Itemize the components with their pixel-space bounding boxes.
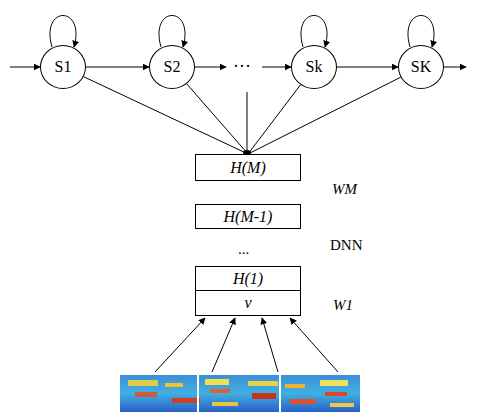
node-text: SK xyxy=(411,59,431,75)
node-text: H(1) xyxy=(233,271,263,287)
node-text: v xyxy=(244,295,251,311)
input-arrow xyxy=(212,318,235,372)
weight-label: WM xyxy=(332,182,357,197)
network-label: DNN xyxy=(330,238,363,253)
hmm-state: S2 xyxy=(149,45,195,89)
input-arrow xyxy=(155,318,205,372)
self-loop xyxy=(408,16,434,48)
node-text: H(M) xyxy=(230,160,266,176)
ellipsis: … xyxy=(233,52,251,70)
connector xyxy=(187,84,248,154)
connector xyxy=(86,67,149,68)
hidden-layer: H(1) xyxy=(195,266,301,291)
self-loop xyxy=(159,16,185,48)
hidden-layer: H(M-1) xyxy=(195,204,301,229)
node-text: S1 xyxy=(55,59,72,75)
spectrogram xyxy=(120,375,360,412)
emission-line xyxy=(247,92,248,153)
input-arrow xyxy=(290,318,338,372)
node-text: Sk xyxy=(306,59,323,75)
node-text: S2 xyxy=(164,59,181,75)
hmm-state: SK xyxy=(398,45,444,89)
entry-arrow xyxy=(10,67,40,68)
connector xyxy=(337,67,398,68)
node-text: H(M-1) xyxy=(224,209,273,225)
hmm-state: Sk xyxy=(291,45,337,89)
input-layer: v xyxy=(195,290,301,316)
hmm-state: S1 xyxy=(40,45,86,89)
transition-arrow xyxy=(262,67,291,68)
input-arrow xyxy=(262,318,278,372)
connector xyxy=(248,85,300,154)
self-loop xyxy=(301,16,327,48)
connector xyxy=(248,77,401,154)
transition-arrow xyxy=(194,67,226,68)
ellipsis: ... xyxy=(238,242,249,257)
hidden-layer: H(M) xyxy=(195,154,301,181)
self-loop xyxy=(50,16,76,48)
exit-arrow xyxy=(444,67,466,68)
weight-label: W1 xyxy=(333,298,353,313)
